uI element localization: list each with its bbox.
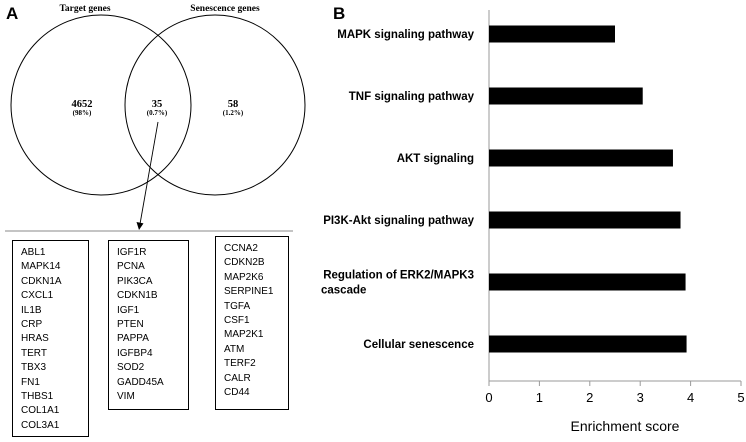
gene-name: CXCL1 — [21, 290, 54, 302]
gene-name: TERT — [21, 347, 47, 359]
x-tick-label: 0 — [485, 390, 492, 405]
venn-left-title: Target genes — [59, 4, 110, 14]
x-tick-label: 3 — [637, 390, 644, 405]
gene-name: PIK3CA — [117, 275, 153, 287]
venn-circle-target — [10, 14, 192, 196]
panel-b-letter: B — [333, 4, 346, 23]
gene-name: FN1 — [21, 376, 40, 388]
gene-name: IGFBP4 — [117, 347, 153, 359]
gene-name: CCNA2 — [224, 243, 258, 254]
venn-circle-senescence — [124, 14, 306, 196]
gene-name: CDKN1A — [21, 275, 62, 287]
bar — [489, 149, 673, 167]
bar — [489, 25, 615, 43]
x-tick-label: 2 — [586, 390, 593, 405]
gene-name: SOD2 — [117, 362, 145, 374]
gene-name: MAPK14 — [21, 261, 61, 273]
gene-name: HRAS — [21, 333, 49, 345]
bar — [489, 273, 686, 291]
gene-name: CSF1 — [224, 315, 250, 327]
gene-name: TERF2 — [224, 358, 256, 370]
x-tick-label: 5 — [737, 390, 744, 405]
gene-name: MAP2K6 — [224, 271, 264, 283]
category-label: cascade — [321, 285, 366, 297]
gene-name: COL1A1 — [21, 405, 60, 417]
venn-right-count: 58 — [228, 99, 239, 110]
gene-name: CDKN1B — [117, 290, 158, 302]
venn-left-count: 4652 — [72, 99, 93, 110]
gene-name: CALR — [224, 372, 251, 384]
category-label: Regulation of ERK2/MAPK3 — [323, 270, 474, 282]
gene-name: TGFA — [224, 300, 251, 312]
panel-a-letter: A — [6, 4, 19, 23]
gene-name: IL1B — [21, 304, 42, 316]
gene-name: THBS1 — [21, 391, 54, 403]
gene-name: CRP — [21, 319, 43, 331]
overlap-arrow-line — [139, 121, 159, 225]
venn-overlap-pct: (0.7%) — [147, 109, 168, 117]
venn-right-pct: (1.2%) — [223, 109, 244, 117]
gene-name: CDKN2B — [224, 257, 265, 269]
gene-name: COL3A1 — [21, 419, 60, 431]
gene-name: SERPINE1 — [224, 286, 274, 298]
bar — [489, 87, 643, 105]
gene-name: CD44 — [224, 387, 250, 399]
overlap-arrowhead — [136, 222, 144, 230]
category-label: AKT signaling — [397, 153, 474, 165]
gene-name: PTEN — [117, 319, 144, 331]
category-label: TNF signaling pathway — [349, 91, 475, 103]
gene-name: IGF1R — [117, 247, 147, 258]
bar — [489, 211, 681, 229]
gene-name: ATM — [224, 343, 245, 355]
gene-name: VIM — [117, 391, 135, 403]
gene-name: PCNA — [117, 261, 145, 273]
gene-name: GADD45A — [117, 376, 164, 388]
venn-left-pct: (98%) — [73, 109, 92, 117]
gene-name: PAPPA — [117, 333, 149, 345]
venn-overlap-count: 35 — [152, 99, 163, 110]
gene-name: IGF1 — [117, 304, 140, 316]
gene-name: ABL1 — [21, 247, 46, 258]
bar — [489, 335, 687, 353]
x-axis-title: Enrichment score — [571, 418, 680, 434]
x-tick-label: 1 — [536, 390, 543, 405]
venn-diagram: Target genes Senescence genes 4652 (98%)… — [10, 4, 306, 196]
x-tick-label: 4 — [687, 390, 694, 405]
venn-right-title: Senescence genes — [190, 4, 260, 14]
category-label: MAPK signaling pathway — [337, 29, 474, 41]
gene-name: TBX3 — [21, 362, 47, 374]
gene-name: MAP2K1 — [224, 329, 264, 341]
category-label: Cellular senescence — [363, 339, 474, 351]
category-label: PI3K-Akt signaling pathway — [323, 215, 474, 227]
